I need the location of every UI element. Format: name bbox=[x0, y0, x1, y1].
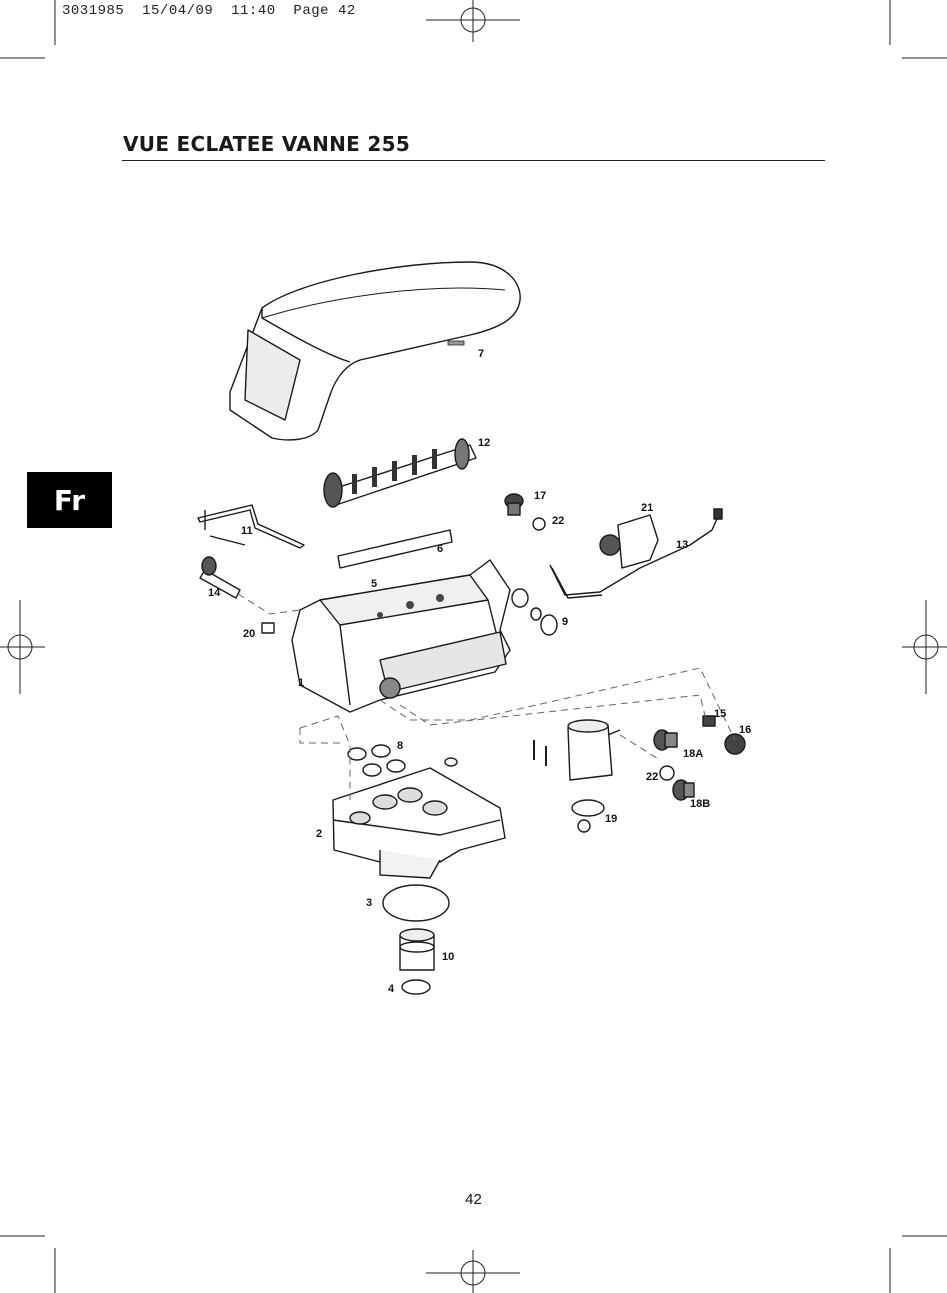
callout-3: 3 bbox=[366, 897, 372, 909]
callout-14: 14 bbox=[208, 587, 221, 599]
part-plug-17 bbox=[505, 494, 523, 515]
part-block-19 bbox=[568, 720, 620, 780]
part-seal-9b bbox=[541, 615, 557, 635]
callout-10: 10 bbox=[442, 951, 454, 963]
callout-17: 17 bbox=[534, 490, 546, 502]
part-plug-18a bbox=[654, 730, 677, 750]
callout-18a: 18A bbox=[683, 748, 703, 760]
part-valve-body bbox=[292, 560, 510, 712]
part-strip bbox=[338, 530, 452, 568]
callout-22-top: 22 bbox=[552, 515, 564, 527]
part-motor bbox=[600, 515, 658, 568]
callout-12: 12 bbox=[478, 437, 490, 449]
callout-16: 16 bbox=[739, 724, 751, 736]
callout-11: 11 bbox=[241, 525, 253, 537]
callout-13: 13 bbox=[676, 539, 688, 551]
part-base bbox=[333, 768, 505, 878]
part-gasket-3 bbox=[383, 885, 449, 921]
callout-22-bottom: 22 bbox=[646, 771, 658, 783]
callout-2: 2 bbox=[316, 828, 322, 840]
part-plug-16 bbox=[725, 734, 745, 754]
callout-4: 4 bbox=[388, 983, 395, 995]
part-adapter-10 bbox=[400, 929, 434, 970]
part-plug-18b bbox=[673, 780, 694, 800]
callout-8: 8 bbox=[397, 740, 403, 752]
callout-21: 21 bbox=[641, 502, 653, 514]
callout-19: 19 bbox=[605, 813, 617, 825]
callout-7: 7 bbox=[478, 348, 484, 360]
part-camshaft bbox=[324, 439, 476, 507]
part-screws bbox=[534, 740, 546, 766]
part-seal-9a bbox=[512, 589, 528, 607]
callout-15: 15 bbox=[714, 708, 726, 720]
callout-20: 20 bbox=[243, 628, 255, 640]
part-clip bbox=[262, 623, 274, 633]
callout-18b: 18B bbox=[690, 798, 710, 810]
callout-5: 5 bbox=[371, 578, 377, 590]
part-ball-22b bbox=[660, 766, 674, 780]
callout-1: 1 bbox=[298, 677, 304, 689]
callout-9: 9 bbox=[562, 616, 568, 628]
part-oring-4 bbox=[402, 980, 430, 994]
part-cover bbox=[230, 262, 520, 440]
page-number: 42 bbox=[0, 1191, 947, 1208]
part-ball-22 bbox=[533, 518, 545, 530]
callout-6: 6 bbox=[437, 543, 443, 555]
